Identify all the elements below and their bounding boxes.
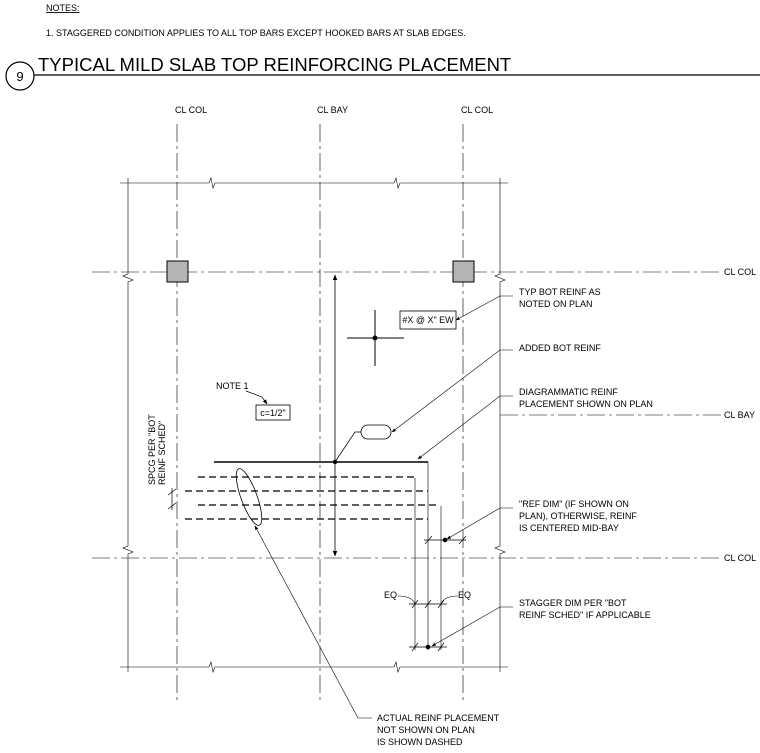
callout-ref-dim-2: PLAN), OTHERWISE, REINF: [519, 511, 637, 521]
column-right: [452, 260, 475, 283]
break-line-bottom: [120, 660, 508, 674]
eq-right-label: EQ: [458, 590, 471, 600]
clear-cover-box: [255, 404, 291, 421]
eq-right-leader: [440, 595, 459, 605]
callout-diagrammatic-2: PLACEMENT SHOWN ON PLAN: [519, 399, 653, 409]
cl-bay-right-label: CL BAY: [724, 410, 755, 420]
callout-actual-placement-1: ACTUAL REINF PLACEMENT: [377, 713, 500, 723]
dashed-bars: [185, 476, 440, 520]
cl-col-upper-label: CL COL: [724, 267, 756, 277]
bot-reinf-symbol: [347, 310, 404, 366]
note-ref-leader: [245, 390, 268, 405]
callout-stagger-dim-1: STAGGER DIM PER "BOT: [519, 598, 627, 608]
bot-reinf-tag: #X @ X" EW: [402, 315, 454, 325]
cl-col-lower-label: CL COL: [724, 553, 756, 563]
detail-number-bubble: [5, 61, 35, 91]
detail-title: TYPICAL MILD SLAB TOP REINFORCING PLACEM…: [38, 54, 511, 75]
callout-diagrammatic-1: DIAGRAMMATIC REINF: [519, 387, 618, 397]
note-ref: NOTE 1: [216, 381, 249, 391]
notes-heading: NOTES:: [46, 3, 80, 13]
actual-placement-leader: [254, 525, 372, 719]
detail-number: 9: [16, 69, 23, 84]
cl-col-right-label: CL COL: [461, 105, 493, 115]
cl-bay-top-label: CL BAY: [317, 105, 348, 115]
spacing-label-line1: SPCG PER "BOT: [147, 414, 157, 485]
clear-cover-tag: c=1/2": [260, 408, 285, 418]
break-line-left: [122, 178, 134, 672]
callout-actual-placement-3: IS SHOWN DASHED: [377, 737, 463, 747]
bar-ends-ellipse: [235, 468, 263, 526]
centerlines: [92, 124, 722, 700]
eq-left-label: EQ: [384, 590, 397, 600]
callout-typ-bot-reinf-2: NOTED ON PLAN: [519, 299, 593, 309]
bar-tag: [360, 424, 392, 440]
callout-typ-bot-reinf-1: TYP BOT REINF AS: [519, 287, 601, 297]
note-item-1: 1. STAGGERED CONDITION APPLIES TO ALL TO…: [46, 28, 466, 38]
spacing-dimension: [167, 488, 177, 510]
callout-leaders: [254, 295, 513, 719]
callout-stagger-dim-2: REINF SCHED" IF APPLICABLE: [519, 610, 651, 620]
stagger-extension-lines: [414, 462, 442, 650]
stagger-dimension: [409, 642, 447, 652]
added-bot-reinf-leader: [391, 349, 513, 433]
callout-ref-dim-3: IS CENTERED MID-BAY: [519, 523, 619, 533]
slab-break-lines: [120, 176, 508, 674]
callout-ref-dim-1: "REF DIM" (IF SHOWN ON: [519, 499, 629, 509]
callout-added-bot-reinf: ADDED BOT REINF: [519, 343, 601, 353]
diagrammatic-leader: [417, 395, 513, 460]
bar-tag-leader: [334, 431, 361, 463]
ref-dim-leader: [446, 507, 513, 540]
eq-left-leader: [397, 595, 416, 605]
callout-actual-placement-2: NOT SHOWN ON PLAN: [377, 725, 475, 735]
stagger-dim-leader: [431, 606, 513, 647]
typ-bot-reinf-leader: [455, 295, 513, 321]
spacing-label-line2: REINF SCHED": [157, 421, 167, 485]
break-line-right: [494, 178, 506, 672]
break-line-top: [120, 176, 508, 190]
ref-dimension: [424, 535, 467, 545]
cl-col-left-label: CL COL: [175, 105, 207, 115]
column-left: [166, 260, 189, 283]
